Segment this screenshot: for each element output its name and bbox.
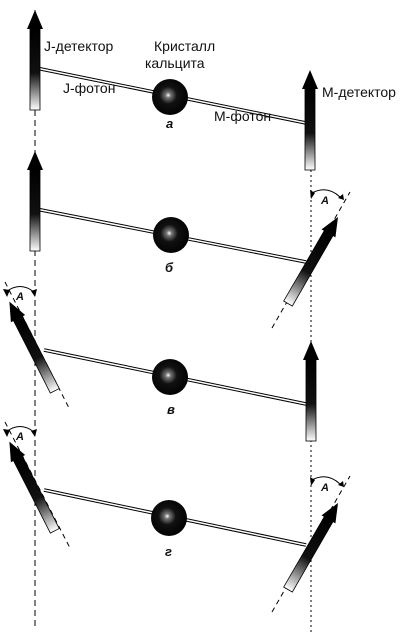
panel-letter: в [167, 402, 175, 417]
angle-label: A [320, 482, 329, 494]
j-detector-label: J-детектор [44, 38, 114, 54]
crystal-label-line1: Кристалл [154, 38, 215, 54]
m-detector [302, 70, 318, 171]
panel-d: A A г [3, 421, 351, 613]
crystal-label-line2: кальцита [145, 55, 205, 71]
angle-label: A [320, 195, 329, 207]
calcite-crystal [153, 217, 189, 253]
panel-letter: б [165, 260, 174, 275]
panel-c: A в [3, 281, 319, 442]
j-detector [9, 301, 60, 394]
m-detector-label: M-детектор [322, 84, 396, 100]
m-photon-label: M-фотон [214, 108, 271, 124]
panel-letter: а [166, 116, 173, 131]
calcite-crystal [152, 79, 188, 115]
panel-b: A б [27, 151, 351, 329]
j-detector [27, 10, 43, 111]
m-detector [303, 341, 319, 442]
j-photon-label: J-фотон [63, 80, 115, 96]
calcite-crystal [151, 500, 187, 536]
angle-arc [311, 476, 341, 485]
angle-label: A [15, 431, 24, 443]
m-polarizer-axis [271, 475, 351, 613]
m-detector [283, 502, 338, 593]
m-polarizer-axis [271, 191, 351, 329]
j-polarizer-axis [4, 421, 71, 549]
angle-arc [311, 189, 341, 198]
calcite-crystal [152, 359, 188, 395]
m-detector [283, 216, 338, 307]
angle-label: A [15, 291, 24, 303]
j-detector [9, 441, 60, 534]
panel-letter: г [165, 544, 172, 559]
j-detector [27, 151, 43, 252]
panel-a: J-детектор Кристалл кальцита J-фотон M-ф… [27, 10, 396, 171]
